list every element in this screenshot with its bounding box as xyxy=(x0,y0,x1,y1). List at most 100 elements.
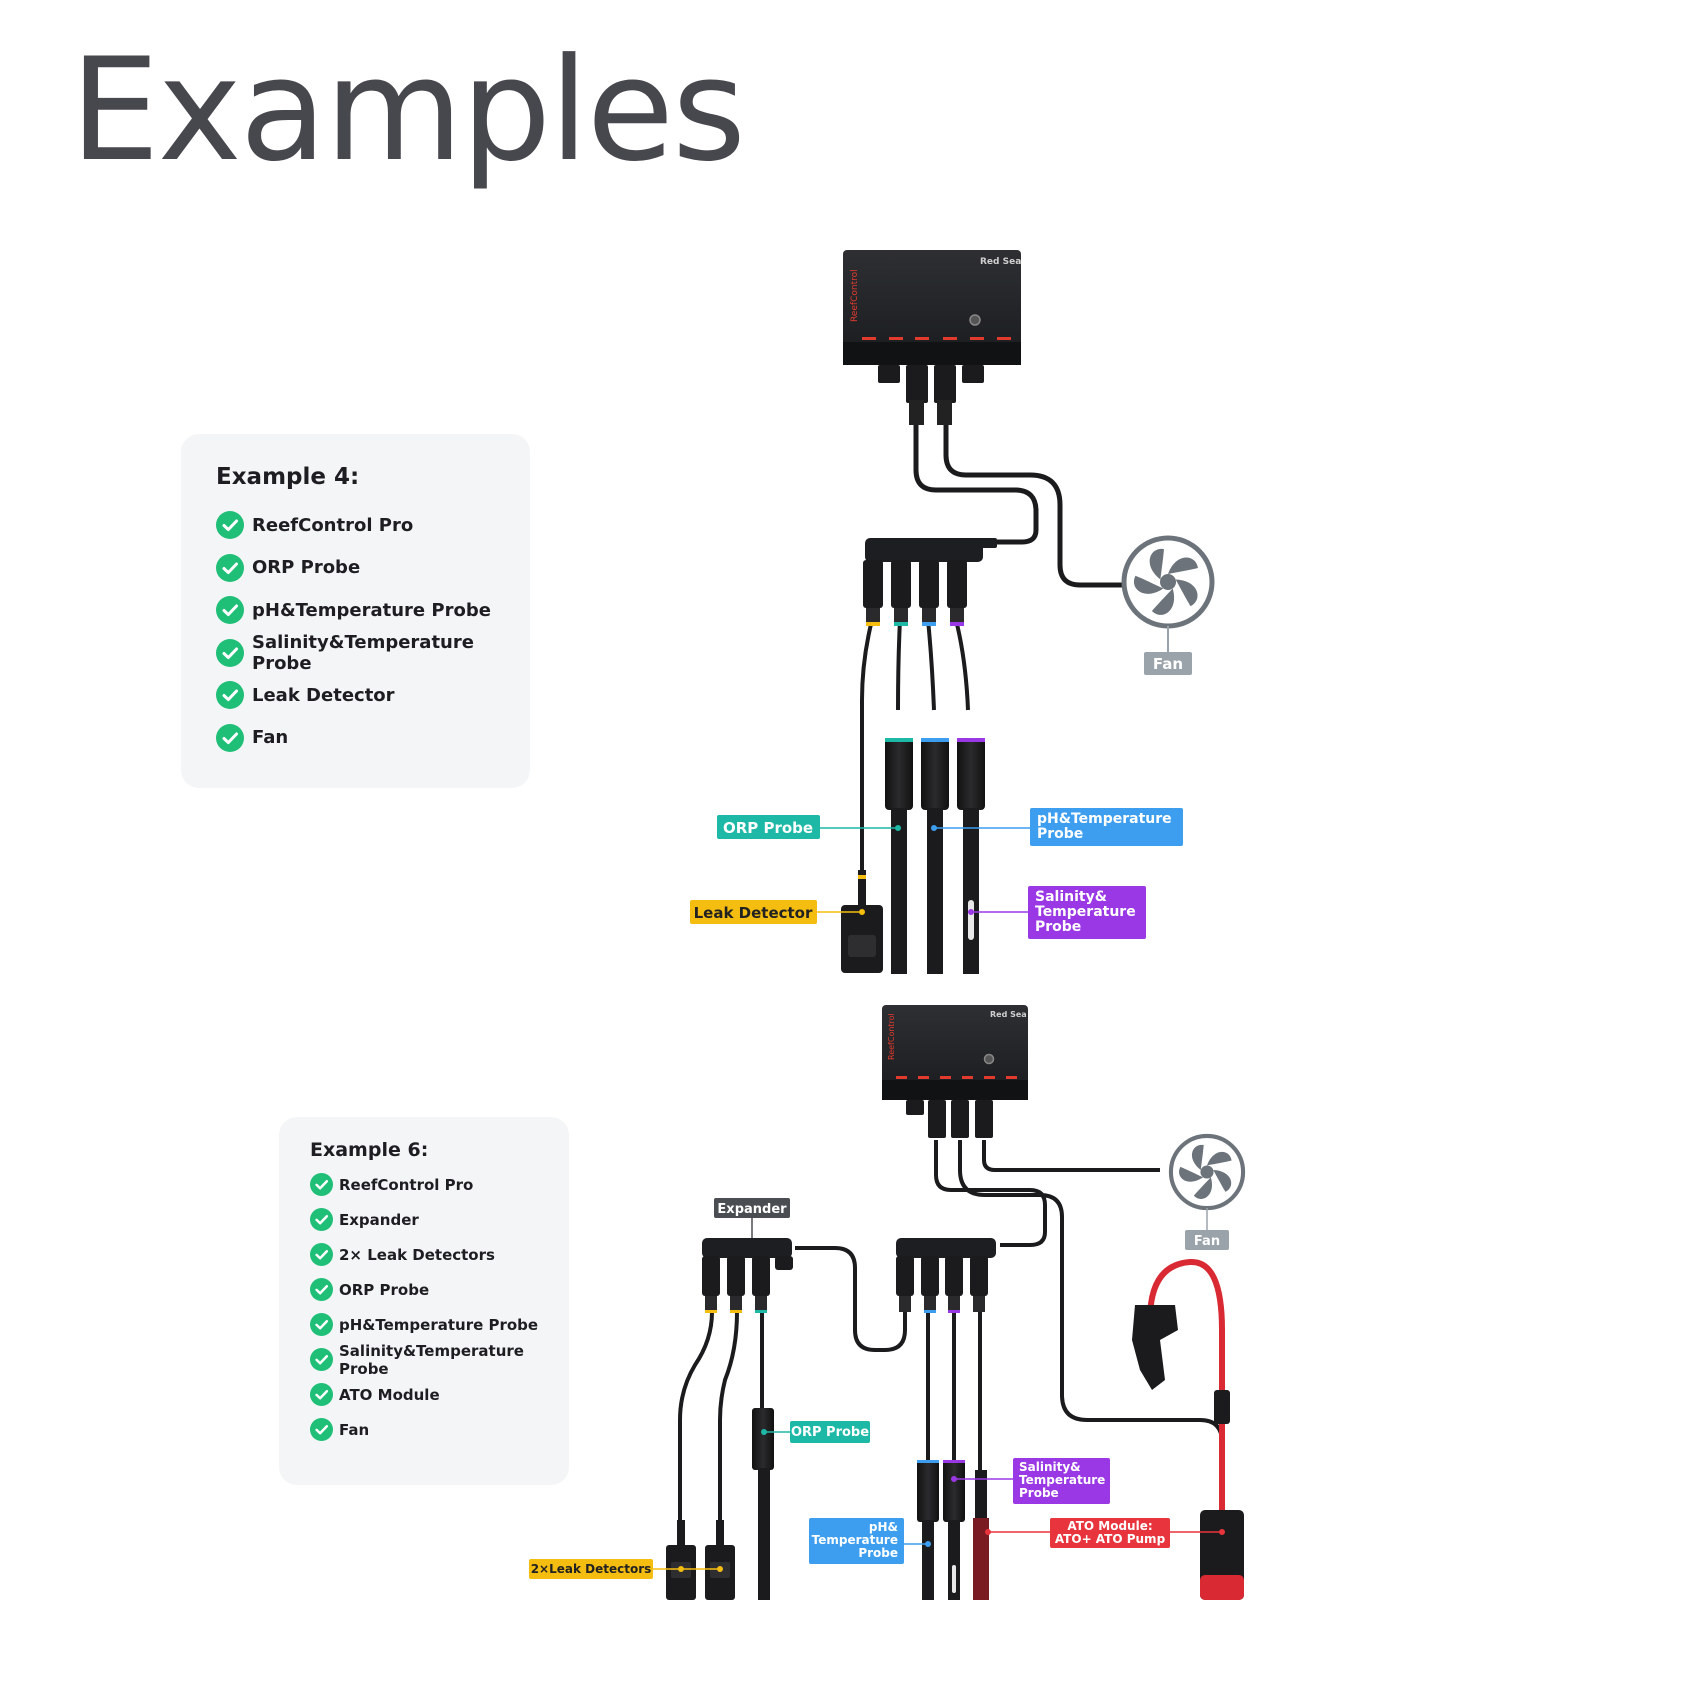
check-icon xyxy=(310,1383,333,1406)
example-6-heading: Example 6: xyxy=(310,1139,429,1161)
list-item: pH&Temperature Probe xyxy=(310,1307,569,1342)
list-item-label: Leak Detector xyxy=(252,684,395,706)
list-item-label: Salinity&Temperature Probe xyxy=(252,631,474,674)
ph-temperature-probe xyxy=(921,738,949,974)
controller-to-hub-cable xyxy=(934,1140,1047,1247)
ph-callout-label-1: pH& xyxy=(869,1520,898,1534)
list-item-label: ReefControl Pro xyxy=(339,1175,474,1194)
list-item-label: Fan xyxy=(339,1420,370,1439)
example-4-component-list: ReefControl Pro ORP Probe pH&Temperature… xyxy=(216,504,530,759)
leak-detector-1 xyxy=(666,1520,696,1600)
list-item: Salinity&Temperature Probe xyxy=(216,632,530,675)
list-item-label: pH&Temperature Probe xyxy=(252,599,491,621)
fan-callout-label: Fan xyxy=(1153,655,1183,673)
ato-callout-label-2: ATO+ ATO Pump xyxy=(1055,1532,1166,1546)
ph-callout-label-3: Probe xyxy=(858,1546,898,1560)
fan: Fan xyxy=(1171,1136,1243,1250)
device-brand: Red Sea xyxy=(990,1010,1027,1019)
check-icon xyxy=(310,1243,333,1266)
list-item-label: ORP Probe xyxy=(252,557,361,579)
sal-callout-label-1: Salinity& xyxy=(1035,889,1107,905)
ph-callout-label-1: pH&Temperature xyxy=(1037,811,1172,827)
fan-icon xyxy=(1171,1136,1243,1208)
fan-callout-label: Fan xyxy=(1194,1234,1220,1249)
fan-icon xyxy=(1124,538,1212,626)
list-item: 2× Leak Detectors xyxy=(310,1237,569,1272)
list-item: Fan xyxy=(216,717,530,760)
leak-detector-callout: Leak Detector xyxy=(690,900,865,924)
example-6-card: Example 6: ReefControl Pro Expander 2× L… xyxy=(279,1117,569,1485)
sal-callout-label-1: Salinity& xyxy=(1019,1460,1081,1474)
leak-detector-1-cable xyxy=(678,1311,714,1520)
check-icon xyxy=(216,638,244,667)
sal-callout-label-3: Probe xyxy=(1035,919,1081,935)
orp-callout: ORP Probe xyxy=(761,1421,870,1443)
orp-probe xyxy=(885,738,913,974)
leak-callout-label: 2×Leak Detectors xyxy=(531,1562,652,1576)
controller-to-fan-cable xyxy=(982,1140,1160,1172)
salinity-temperature-probe xyxy=(943,1460,965,1600)
list-item: ATO Module xyxy=(310,1377,569,1412)
fan-callout xyxy=(1144,652,1192,675)
reefcontrol-pro-controller: ReefControl Red Sea xyxy=(882,1005,1028,1138)
salinity-temperature-callout: Salinity& Temperature Probe xyxy=(951,1458,1110,1504)
ato-pump-hose xyxy=(1147,1259,1225,1510)
reefcontrol-pro-controller: ReefControl Red Sea xyxy=(843,250,1021,425)
ph-temperature-callout: pH& Temperature Probe xyxy=(809,1518,931,1564)
check-icon xyxy=(310,1313,333,1336)
leak-detector-cable xyxy=(860,619,874,870)
fan-callout xyxy=(1185,1230,1229,1250)
leak-callout-label: Leak Detector xyxy=(694,904,813,922)
page-title: Examples xyxy=(70,28,746,193)
ato-hose-clip xyxy=(1132,1305,1178,1390)
example-4-card: Example 4: ReefControl Pro ORP Probe pH&… xyxy=(181,434,530,788)
list-item-label: ATO Module xyxy=(339,1385,440,1404)
device-brand: Red Sea xyxy=(980,257,1021,267)
controller-to-hub-cable xyxy=(913,420,1039,545)
check-icon xyxy=(310,1348,333,1371)
list-item-label: Salinity&Temperature Probe xyxy=(339,1341,524,1378)
ph-callout-label-2: Probe xyxy=(1037,826,1083,842)
leak-detector-2-cable xyxy=(718,1311,739,1520)
controller-to-fan-cable xyxy=(943,420,1125,588)
list-item: Fan xyxy=(310,1412,569,1447)
orp-callout-label: ORP Probe xyxy=(791,1425,869,1440)
example-4-diagram: ReefControl Red Sea xyxy=(690,250,1212,974)
check-icon xyxy=(216,511,244,540)
list-item: ReefControl Pro xyxy=(216,504,530,547)
list-item: Leak Detector xyxy=(216,674,530,717)
expander-hub: Expander xyxy=(702,1198,793,1313)
list-item-label: ORP Probe xyxy=(339,1280,430,1299)
list-item: Expander xyxy=(310,1202,569,1237)
check-icon xyxy=(310,1208,333,1231)
list-item-label: pH&Temperature Probe xyxy=(339,1315,539,1334)
check-icon xyxy=(216,723,244,752)
check-icon xyxy=(310,1278,333,1301)
list-item-label: 2× Leak Detectors xyxy=(339,1245,495,1264)
sal-callout-label-2: Temperature xyxy=(1035,904,1136,920)
orp-probe xyxy=(752,1408,774,1600)
list-item: pH&Temperature Probe xyxy=(216,589,530,632)
ato-module-callout: ATO Module: ATO+ ATO Pump xyxy=(985,1518,1225,1548)
list-item: Salinity&Temperature Probe xyxy=(310,1341,569,1378)
check-icon xyxy=(310,1418,333,1441)
ph-probe-cable xyxy=(926,619,936,711)
orp-callout-label: ORP Probe xyxy=(723,819,813,837)
list-item-label: Expander xyxy=(339,1210,419,1229)
list-item-label: Fan xyxy=(252,727,289,749)
list-item: ORP Probe xyxy=(310,1272,569,1307)
reefsense-hub xyxy=(863,538,997,626)
expander-link-cable xyxy=(795,1246,907,1352)
check-icon xyxy=(216,681,244,710)
fan: Fan xyxy=(1124,538,1212,675)
salinity-temperature-probe xyxy=(957,738,985,974)
example-4-heading: Example 4: xyxy=(216,464,360,490)
device-name: ReefControl xyxy=(887,1013,896,1060)
list-item: ReefControl Pro xyxy=(310,1167,569,1202)
list-item: ORP Probe xyxy=(216,547,530,590)
device-name: ReefControl xyxy=(850,269,860,322)
sal-callout-label-3: Probe xyxy=(1019,1486,1059,1500)
leak-detector xyxy=(841,870,883,973)
salinity-probe-cable xyxy=(954,619,970,711)
